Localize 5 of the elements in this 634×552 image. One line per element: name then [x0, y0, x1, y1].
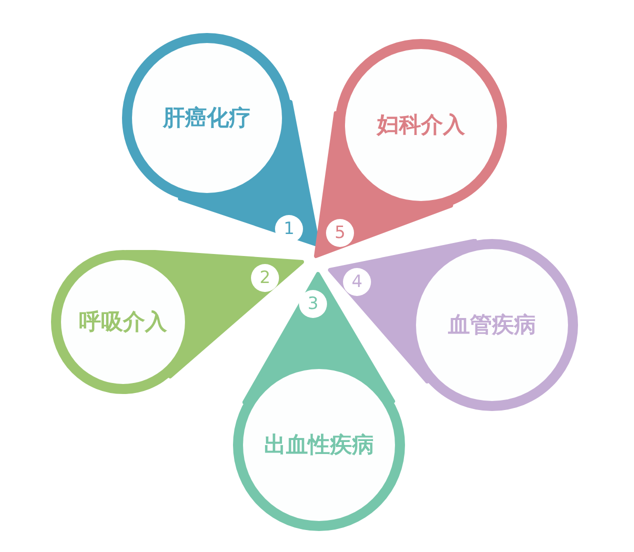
petal-label: 肝癌化疗	[163, 105, 251, 133]
petal-label: 妇科介入	[377, 112, 465, 140]
petal-label: 血管疾病	[448, 312, 536, 340]
petal-label: 呼吸介入	[79, 309, 167, 337]
petal-label: 出血性疾病	[264, 432, 374, 460]
